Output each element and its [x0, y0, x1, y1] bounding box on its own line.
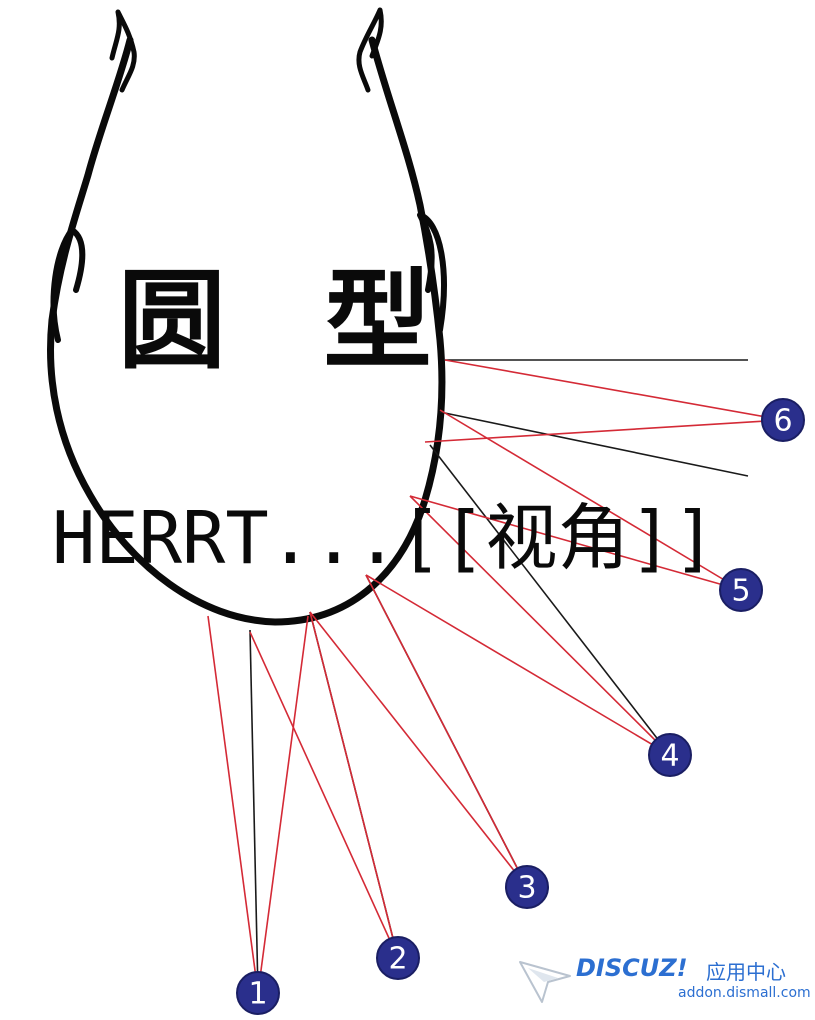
watermark-url: addon.dismall.com	[678, 985, 811, 1001]
red-sight-lines	[207, 359, 784, 994]
marker-circle	[648, 733, 692, 777]
black-sight-lines	[249, 359, 749, 994]
viewing-angle-caption: HERRT...[[视角]]	[52, 496, 717, 580]
right-ear	[417, 212, 447, 333]
viewpoint-marker-5: 5	[719, 568, 763, 612]
red-sight-line	[409, 495, 742, 591]
red-sight-line	[424, 419, 784, 443]
black-sight-line	[439, 411, 749, 477]
viewpoint-marker-6: 6	[761, 398, 805, 442]
red-sight-line	[409, 495, 671, 756]
marker-label: 1	[248, 977, 267, 1012]
viewpoint-marker-4: 4	[648, 733, 692, 777]
watermark-center-label: 应用中心	[706, 960, 786, 984]
red-sight-line	[249, 631, 399, 959]
red-sight-line	[444, 359, 784, 421]
watermark-brand: DISCUZ!	[576, 954, 688, 982]
red-sight-line	[365, 574, 671, 756]
marker-circle	[505, 865, 549, 909]
marker-circle	[236, 971, 280, 1015]
marker-circle	[376, 936, 420, 980]
left-ear	[50, 227, 86, 343]
black-sight-line	[429, 444, 671, 756]
viewpoint-marker-1: 1	[236, 971, 280, 1015]
cursor-arrow-icon	[519, 961, 571, 1003]
marker-circle	[761, 398, 805, 442]
red-sight-line	[365, 574, 528, 888]
marker-label: 5	[731, 574, 750, 609]
viewpoint-marker-3: 3	[505, 865, 549, 909]
head-shape-title: 圆 型	[118, 259, 462, 384]
black-sight-line	[249, 629, 259, 994]
marker-label: 6	[773, 404, 792, 439]
left-hair-tuft	[109, 9, 137, 93]
watermark: DISCUZ! 应用中心 addon.dismall.com	[518, 952, 811, 1012]
red-sight-line	[207, 615, 259, 994]
red-sight-line	[257, 615, 309, 994]
marker-circle	[719, 568, 763, 612]
red-sight-line	[439, 409, 742, 591]
marker-label: 3	[517, 871, 536, 906]
red-sight-line	[309, 611, 399, 959]
viewpoint-markers: 1 2 3 4 5 6	[236, 398, 805, 1015]
viewpoint-marker-2: 2	[376, 936, 420, 980]
red-sight-line	[309, 611, 528, 888]
marker-label: 4	[660, 739, 679, 774]
marker-label: 2	[388, 942, 407, 977]
